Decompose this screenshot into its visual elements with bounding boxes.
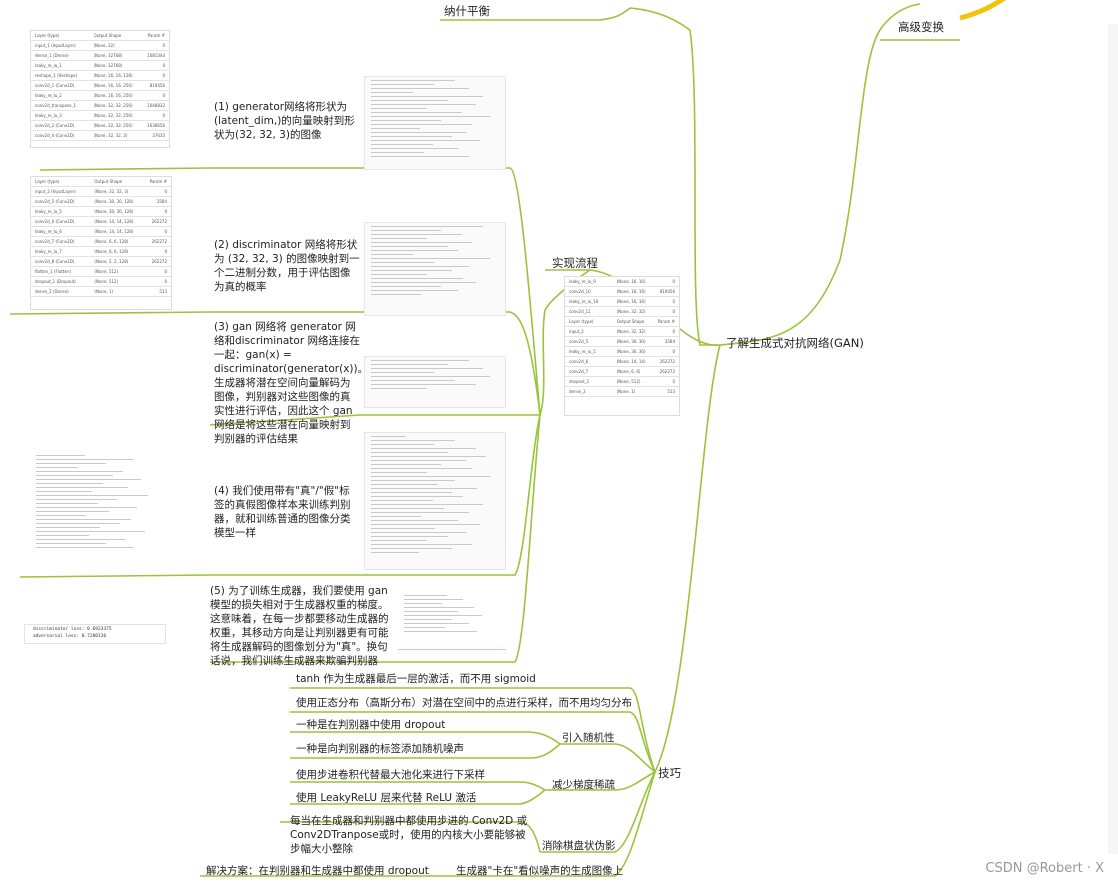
step-4-text[interactable]: (4) 我们使用带有"真"/"假"标签的真假图像样本来训练判别器，就和训练普通的… [214, 485, 351, 539]
tip-strided-conv[interactable]: 使用步进卷积代替最大池化来进行下采样 [296, 769, 485, 781]
gan-code-image [364, 356, 506, 408]
branch-advanced-transform[interactable]: 高级变换 [898, 20, 944, 34]
tip-dropout-discriminator[interactable]: 一种是在判别器中使用 dropout [296, 719, 446, 731]
tip-normal-distribution[interactable]: 使用正态分布（高斯分布）对潜在空间中的点进行采样，而不用均匀分布 [296, 697, 632, 709]
branch-implementation[interactable]: 实现流程 [552, 256, 598, 270]
generator-code-image [364, 76, 506, 170]
branch-checkerboard[interactable]: 消除棋盘状伪影 [542, 840, 616, 852]
gan-summary-image: leaky_re_lu_9(None, 16, 16)0 conv2d_10(N… [564, 276, 680, 416]
watermark: CSDN @Robert · X [985, 861, 1104, 876]
step-1-text[interactable]: (1) generator网络将形状为(latent_dim,)的向量映射到形状… [214, 101, 355, 141]
branch-tips[interactable]: 技巧 [658, 766, 681, 780]
tip-tanh[interactable]: tanh 作为生成器最后一层的激活，而不用 sigmoid [296, 673, 536, 685]
tip-kernel-size[interactable]: 每当在生成器和判别器中都使用步进的 Conv2D 或Conv2DTranpose… [290, 815, 528, 855]
training-loop-code-image [364, 432, 506, 570]
branch-randomness[interactable]: 引入随机性 [562, 732, 615, 744]
highlight-underline [398, 649, 506, 650]
step-5-text[interactable]: (5) 为了训练生成器，我们要使用 gan 模型的损失相对于生成器权重的梯度。这… [210, 585, 389, 667]
branch-stuck-noise[interactable]: 生成器"卡在"看似噪声的生成图像上 [456, 865, 624, 877]
discriminator-code-image [364, 222, 506, 316]
step-3-text[interactable]: (3) gan 网络将 generator 网络和discriminator 网… [214, 321, 369, 445]
step-2-text[interactable]: (2) discriminator 网络将形状为 (32, 32, 3) 的图像… [214, 239, 360, 293]
training-notes-image [30, 452, 170, 568]
root-topic[interactable]: 了解生成式对抗网络(GAN) [726, 336, 864, 350]
branch-sparse-gradient[interactable]: 减少梯度稀疏 [552, 779, 615, 791]
adversarial-loss-text: adversarial loss: 0.7280136 [33, 634, 107, 639]
scrollbar-track[interactable] [1108, 24, 1118, 854]
tip-leakyrelu[interactable]: 使用 LeakyReLU 层来代替 ReLU 激活 [296, 792, 477, 804]
loss-output-image: discriminator loss: 0.6923375 adversaria… [24, 624, 166, 644]
generator-training-code-image [398, 592, 506, 648]
discriminator-loss-text: discriminator loss: 0.6923375 [33, 627, 112, 632]
tip-label-noise[interactable]: 一种是向判别器的标签添加随机噪声 [296, 743, 464, 755]
branch-nash-equilibrium[interactable]: 纳什平衡 [444, 4, 490, 18]
tip-solution-dropout[interactable]: 解决方案：在判别器和生成器中都使用 dropout [206, 865, 429, 877]
